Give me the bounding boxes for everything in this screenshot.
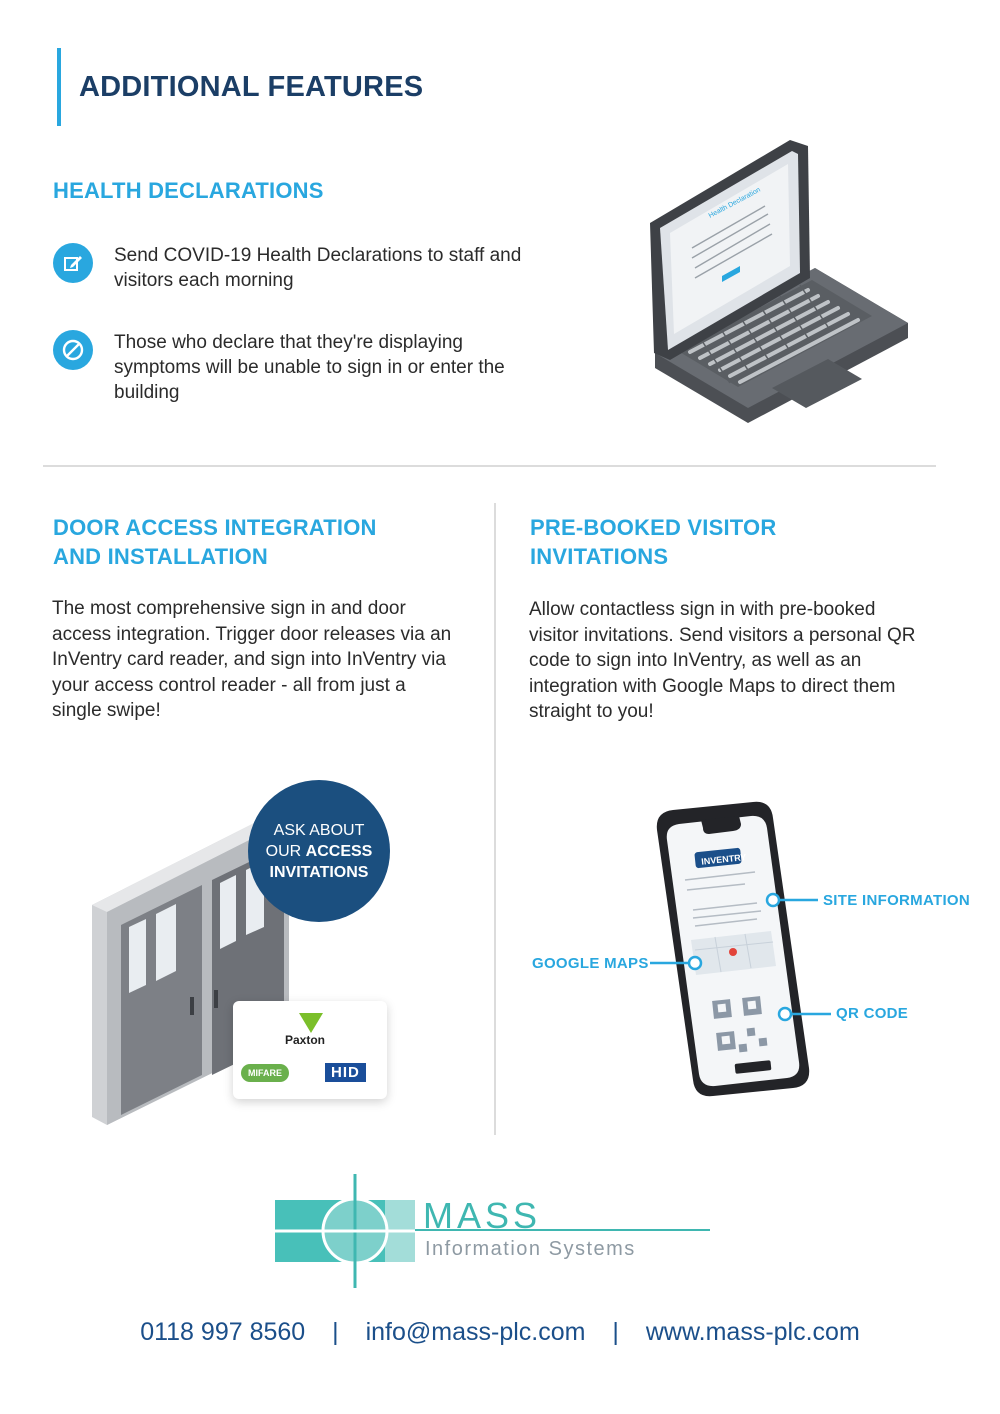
feature-text-line: symptoms will be unable to sign in or en… bbox=[114, 357, 505, 378]
door-text-line: your access control reader - all from ju… bbox=[52, 674, 406, 696]
block-icon bbox=[53, 330, 93, 370]
visitor-text-line: integration with Google Maps to direct t… bbox=[529, 675, 896, 697]
qr-code-callout: QR CODE bbox=[836, 1005, 909, 1022]
footer-website[interactable]: www.mass-plc.com bbox=[645, 1318, 860, 1346]
logo-subtitle: Information Systems bbox=[425, 1238, 636, 1260]
door-text-line: InVentry card reader, and sign into InVe… bbox=[52, 649, 446, 670]
phone-illustration: INVENTRY bbox=[650, 801, 831, 1097]
pre-booked-visitor-title: PRE-BOOKED VISITOR INVITATIONS bbox=[530, 513, 776, 571]
page-title: ADDITIONAL FEATURES bbox=[79, 70, 424, 103]
mass-logo-icon bbox=[275, 1174, 710, 1288]
paxton-label: Paxton bbox=[285, 1033, 326, 1047]
site-information-callout: SITE INFORMATION bbox=[823, 892, 971, 909]
access-invitations-badge: ASK ABOUT OUR ACCESS INVITATIONS bbox=[248, 780, 390, 922]
footer-email[interactable]: info@mass-plc.com bbox=[365, 1318, 586, 1346]
visitor-text-line: Allow contactless sign in with pre-booke… bbox=[529, 599, 876, 620]
door-text-line: access integration. Trigger door release… bbox=[52, 623, 452, 645]
phone-brand-label: INVENTRY bbox=[701, 852, 747, 867]
hid-label: HID bbox=[325, 1063, 366, 1082]
access-card: Paxton MIFARE HID bbox=[233, 1001, 387, 1099]
badge-line-2: OUR ACCESS bbox=[266, 841, 373, 862]
door-access-title-line: DOOR ACCESS INTEGRATION bbox=[53, 515, 377, 540]
badge-line: ASK ABOUT bbox=[273, 821, 365, 839]
health-feature-item-2: Those who declare that they're displayin… bbox=[53, 330, 505, 405]
visitor-title-line: PRE-BOOKED VISITOR bbox=[530, 515, 777, 540]
visitor-text-line: straight to you! bbox=[529, 701, 654, 722]
footer-separator: | bbox=[612, 1318, 619, 1346]
door-access-title-line: AND INSTALLATION bbox=[53, 544, 269, 569]
footer-contact: 0118 997 8560 | info@mass-plc.com | www.… bbox=[0, 1318, 1000, 1347]
page-header: ADDITIONAL FEATURES bbox=[57, 48, 423, 126]
visitor-text-line: visitor invitations. Send visitors a per… bbox=[529, 624, 916, 646]
health-feature-item-1: Send COVID-19 Health Declarations to sta… bbox=[53, 243, 521, 293]
mifare-label: MIFARE bbox=[241, 1064, 290, 1082]
logo-wordmark: MASS bbox=[423, 1195, 542, 1236]
edit-icon bbox=[53, 243, 93, 283]
laptop-illustration: Health Declaration bbox=[650, 140, 908, 423]
feature-text-line: Send COVID-19 Health Declarations to sta… bbox=[114, 245, 522, 266]
feature-text-line: building bbox=[114, 382, 180, 403]
feature-text-line: Those who declare that they're displayin… bbox=[114, 332, 463, 353]
paxton-logo-icon bbox=[299, 1013, 323, 1033]
feature-text-line: visitors each morning bbox=[114, 270, 294, 291]
door-text-line: The most comprehensive sign in and door bbox=[52, 598, 406, 619]
horizontal-divider bbox=[43, 465, 936, 467]
footer-separator: | bbox=[332, 1318, 339, 1346]
visitor-description: Allow contactless sign in with pre-booke… bbox=[529, 597, 916, 725]
door-text-line: single swipe! bbox=[52, 700, 161, 721]
visitor-text-line: code to sign into InVentry, as well as a… bbox=[529, 650, 862, 671]
health-declarations-title: HEALTH DECLARATIONS bbox=[53, 178, 324, 203]
door-access-description: The most comprehensive sign in and door … bbox=[52, 596, 451, 724]
door-access-title: DOOR ACCESS INTEGRATION AND INSTALLATION bbox=[53, 513, 377, 571]
visitor-title-line: INVITATIONS bbox=[530, 544, 669, 569]
google-maps-callout: GOOGLE MAPS bbox=[532, 955, 649, 972]
badge-line-bold: ACCESS bbox=[305, 842, 373, 860]
footer-phone[interactable]: 0118 997 8560 bbox=[140, 1318, 306, 1346]
badge-line: INVITATIONS bbox=[269, 863, 369, 881]
vertical-divider bbox=[494, 503, 496, 1135]
badge-line-plain: OUR bbox=[265, 842, 306, 860]
